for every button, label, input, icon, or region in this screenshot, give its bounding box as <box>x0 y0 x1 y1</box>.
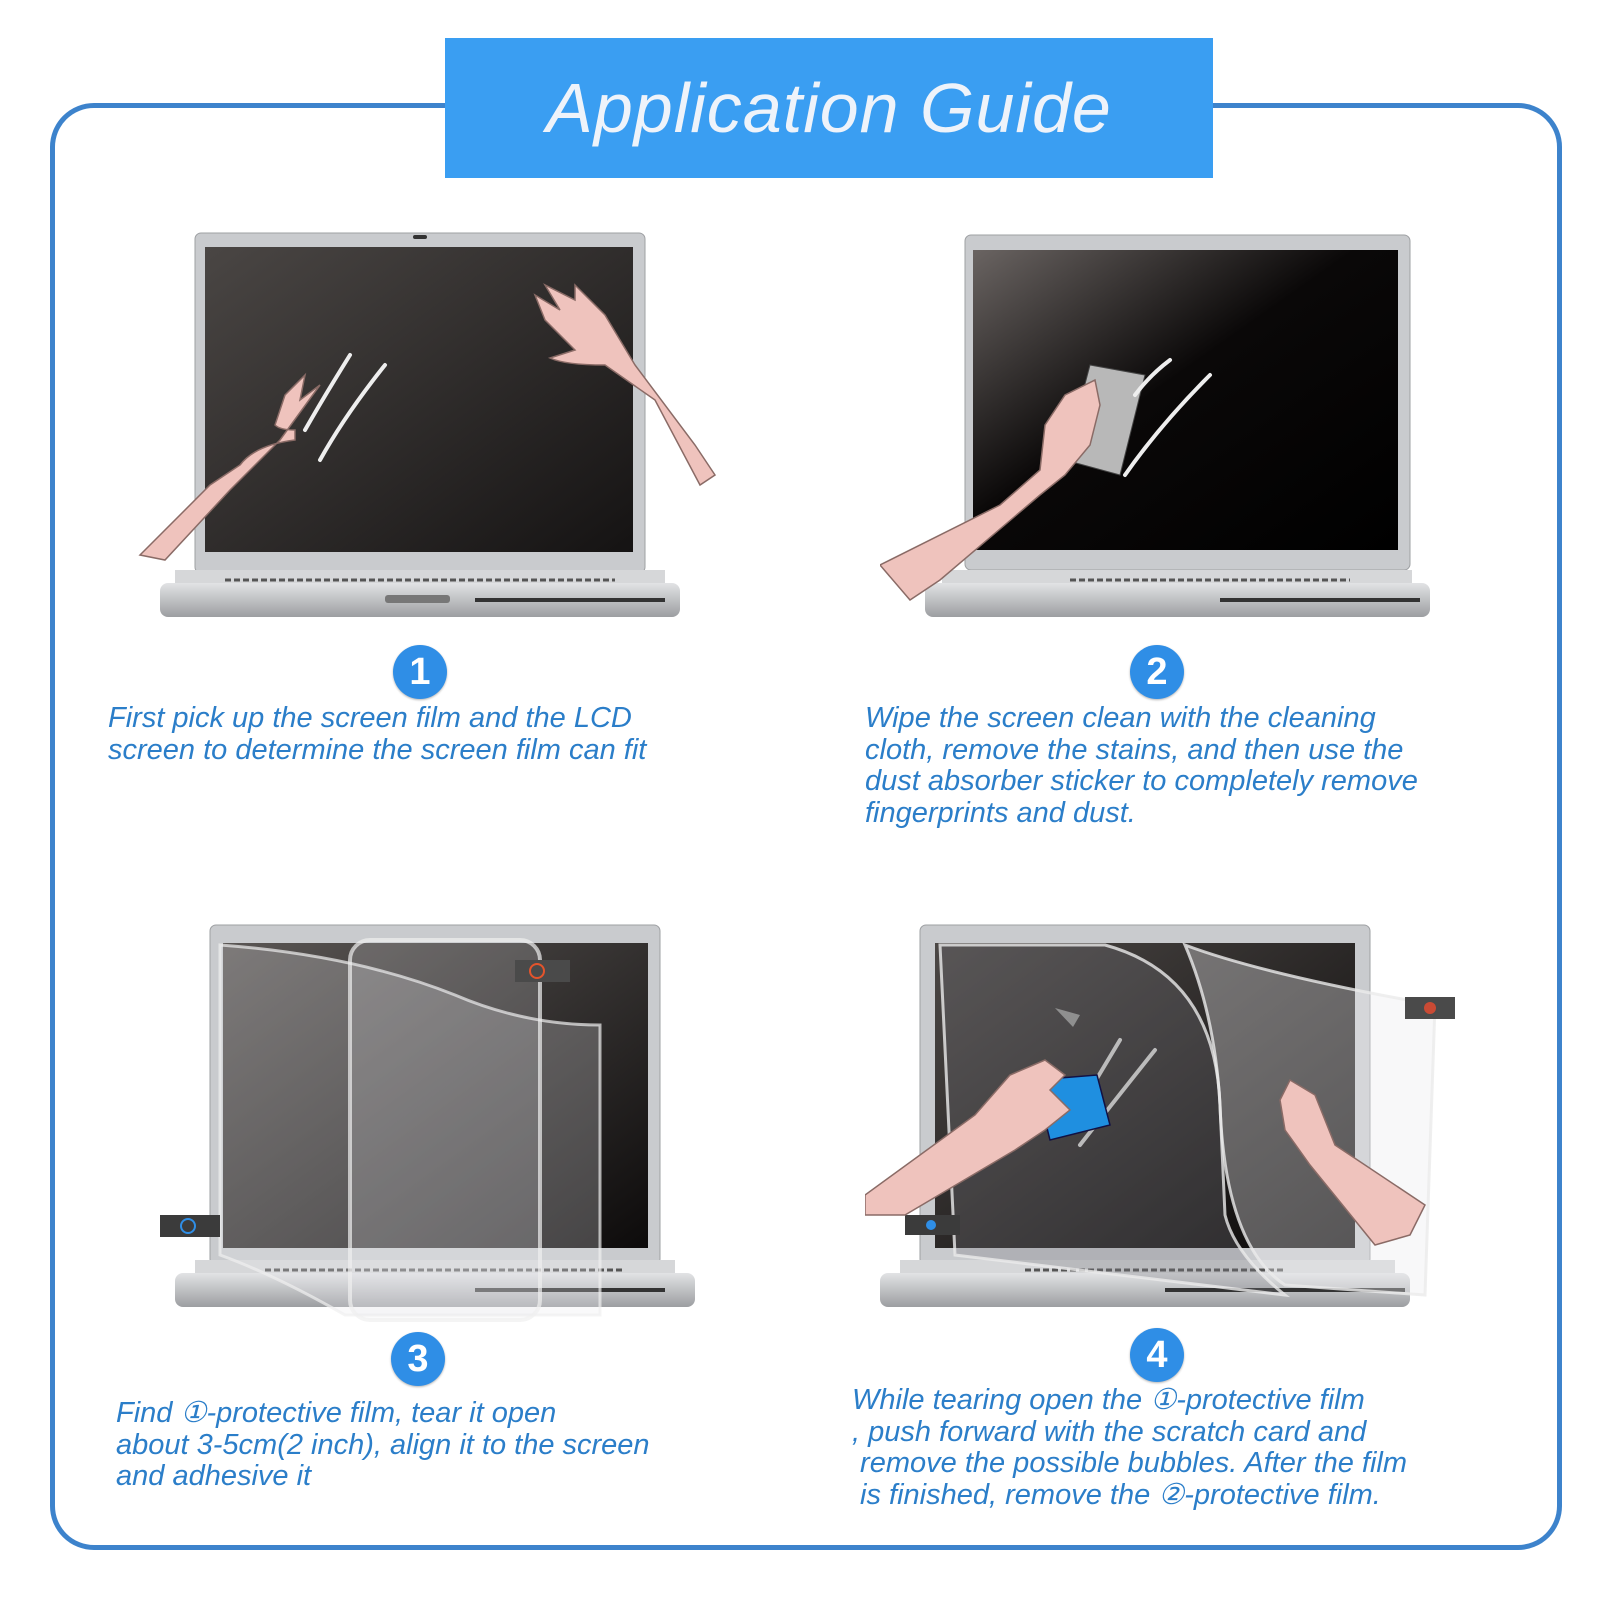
step-3-description: Find ①-protective film, tear it open abo… <box>116 1397 650 1492</box>
step-3-badge: 3 <box>391 1332 445 1386</box>
page-title: Application Guide <box>546 69 1112 147</box>
step-2-description: Wipe the screen clean with the cleaning … <box>865 702 1418 829</box>
laptop-illustration-step-3 <box>160 924 695 1322</box>
laptop-illustration-step-4 <box>865 924 1455 1307</box>
laptop-illustration-step-2 <box>880 234 1430 617</box>
laptop-illustration-step-1 <box>138 232 717 617</box>
step-2-badge: 2 <box>1130 645 1184 699</box>
step-1-description: First pick up the screen film and the LC… <box>108 702 647 766</box>
step-4-badge: 4 <box>1130 1328 1184 1382</box>
step-1-badge: 1 <box>393 645 447 699</box>
title-banner: Application Guide <box>445 38 1213 178</box>
step-4-description: While tearing open the ①-protective film… <box>852 1384 1408 1511</box>
